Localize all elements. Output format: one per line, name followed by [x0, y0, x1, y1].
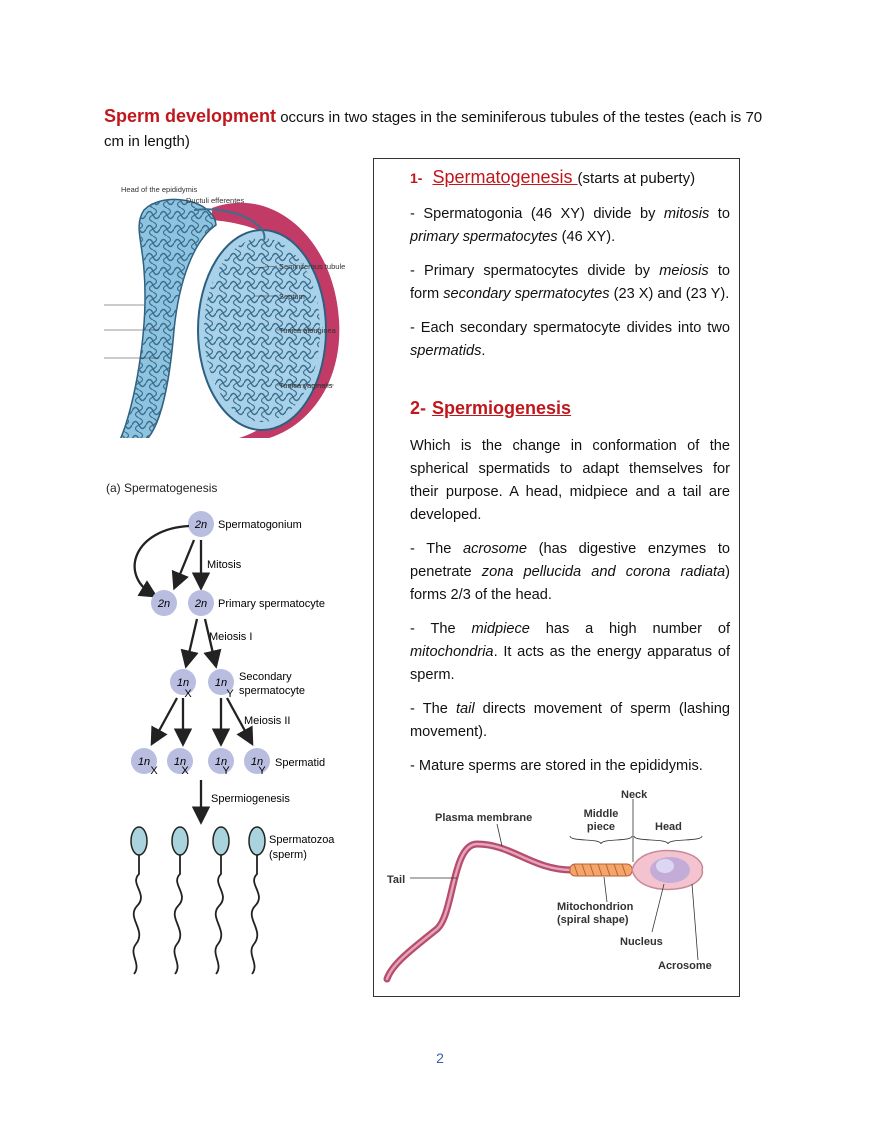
spermatogonium-label: Spermatogonium [218, 519, 302, 531]
diagram-title: (a) Spermatogenesis [106, 481, 217, 495]
spermatid-2-ploidy: 1n [174, 756, 186, 768]
spermatid-4-ploidy: 1n [251, 756, 263, 768]
spermatogenesis-diagram: (a) Spermatogenesis 2n Spermatogonium Mi… [106, 481, 335, 975]
sperm-4 [248, 826, 266, 975]
secondary-x-ploidy: 1n [177, 677, 189, 689]
spermatogonium-cell [188, 511, 214, 537]
spermatid-mark-2: X [181, 765, 189, 777]
secondary-label: Secondary [239, 671, 292, 683]
daughter-ploidy: 2n [157, 598, 170, 610]
section2-p5: - Mature sperms are stored in the epidid… [410, 758, 703, 774]
label-tail: Tail [387, 874, 405, 886]
spermatid-cell-1 [131, 748, 157, 774]
page-number: 2 [436, 1050, 444, 1066]
secondary-mark-y: Y [226, 688, 234, 700]
section1-p1: - Spermatogonia (46 XY) divide by mitosi… [410, 206, 730, 245]
section2-body: Which is the change in conformation of t… [410, 435, 730, 789]
intro-text: occurs in two stages in the seminiferous… [104, 109, 763, 150]
sperm-2 [171, 826, 189, 975]
secondary-mark-x: X [184, 688, 192, 700]
label-neck: Neck [621, 789, 648, 801]
label-plasma-membrane: Plasma membrane [435, 812, 532, 824]
spermatid-1-ploidy: 1n [138, 756, 150, 768]
spermatid-mark-3: Y [222, 765, 230, 777]
sperm-label: (sperm) [269, 849, 307, 861]
spermatozoa-label: Spermatozoa [269, 834, 335, 846]
label-mitochondrion: Mitochondrion [557, 901, 634, 913]
spermatogonium-ploidy: 2n [194, 519, 207, 531]
sperm-3 [212, 826, 230, 975]
sperm-anatomy-diagram: Neck Plasma membrane Middle piece Head T… [383, 789, 712, 983]
label-middle: Middle [584, 808, 619, 820]
spermiogenesis-label: Spermiogenesis [211, 793, 290, 805]
label-tunica-albuginea: Tunica albuginea [279, 326, 337, 335]
label-head-epididymis: Head of the epididymis [121, 185, 198, 194]
spermatid-cell-3 [208, 748, 234, 774]
label-head: Head [655, 821, 682, 833]
label-septum: Septum [279, 292, 305, 301]
section2-p4: - The tail directs movement of sperm (la… [410, 701, 730, 740]
secondary-y-ploidy: 1n [215, 677, 227, 689]
section2-number: 2- [410, 398, 427, 418]
label-piece: piece [587, 821, 615, 833]
label-acrosome: Acrosome [658, 960, 712, 972]
spermatozoa-group [130, 826, 266, 975]
section2-heading: 2-Spermiogenesis [410, 398, 571, 419]
spermatogonium-daughter-cell [151, 590, 177, 616]
section1-title: Spermatogenesis [432, 167, 578, 187]
secondary-label2: spermatocyte [239, 685, 305, 697]
section1-body: - Spermatogonia (46 XY) divide by mitosi… [410, 203, 730, 374]
section2-p1: Which is the change in conformation of t… [410, 438, 730, 523]
secondary-spermatocyte-y [208, 669, 234, 695]
primary-ploidy: 2n [194, 598, 207, 610]
spermatid-mark-4: Y [258, 765, 266, 777]
primary-spermatocyte-cell [188, 590, 214, 616]
meiosis2-label: Meiosis II [244, 715, 290, 727]
primary-label: Primary spermatocyte [218, 598, 325, 610]
spermatid-cell-4 [244, 748, 270, 774]
secondary-spermatocyte-x [170, 669, 196, 695]
spermatid-mark-1: X [150, 765, 158, 777]
section1-p3: - Each secondary spermatocyte divides in… [410, 320, 730, 359]
section2-p2: - The acrosome (has digestive enzymes to… [410, 541, 730, 603]
section2-title: Spermiogenesis [432, 398, 572, 418]
mitosis-label: Mitosis [207, 559, 242, 571]
label-seminiferous: Seminiferous tubule [279, 262, 345, 271]
sperm-tail [383, 840, 576, 983]
intro-paragraph: Sperm development occurs in two stages i… [104, 104, 774, 154]
info-box [373, 158, 740, 997]
label-ductuli: Ductuli efferentes [186, 196, 244, 205]
spermatid-label: Spermatid [275, 757, 325, 769]
section2-p3: - The midpiece has a high number of mito… [410, 621, 730, 683]
meiosis1-label: Meiosis I [209, 631, 252, 643]
label-spiral-shape: (spiral shape) [557, 914, 629, 926]
spermatid-3-ploidy: 1n [215, 756, 227, 768]
section1-p2: - Primary spermatocytes divide by meiosi… [410, 263, 730, 302]
intro-highlight: Sperm development [104, 106, 277, 126]
sperm-1 [130, 826, 148, 975]
section1-note: (starts at puberty) [577, 170, 696, 187]
testis-diagram: Head of the epididymis Ductuli efferente… [104, 185, 345, 438]
label-nucleus: Nucleus [620, 936, 663, 948]
spermatid-cell-2 [167, 748, 193, 774]
label-tunica-vaginalis: Tunica vaginalis [279, 381, 333, 390]
section1-heading: 1- Spermatogenesis (starts at puberty) [410, 167, 695, 188]
section1-number: 1- [410, 170, 423, 186]
